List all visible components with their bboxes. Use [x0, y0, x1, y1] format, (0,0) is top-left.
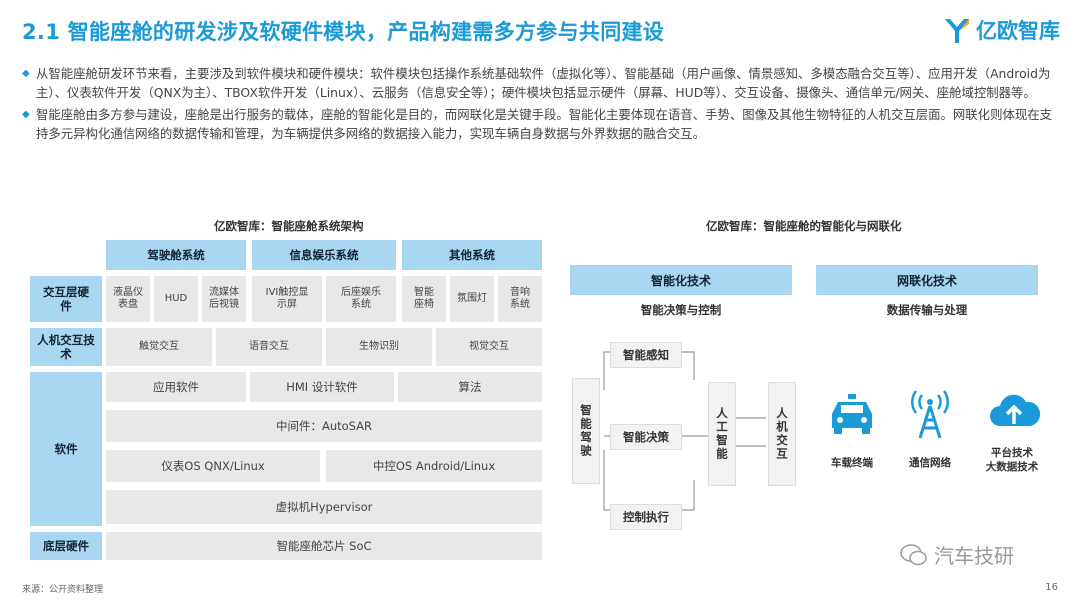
smart-driving: 智能驾驶: [572, 378, 600, 484]
icon-label-network: 通信网络: [909, 457, 951, 469]
os-instrument: 仪表OS QNX/Linux: [106, 450, 320, 482]
bullet-item: ◆ 从智能座舱研发环节来看，主要涉及到软件模块和硬件模块：软件模块包括操作系统基…: [22, 64, 1058, 102]
artificial-intelligence: 人工智能: [708, 382, 736, 486]
hypervisor: 虚拟机Hypervisor: [106, 490, 542, 524]
cloud-icon: [990, 394, 1040, 426]
bullet-item: ◆ 智能座舱由多方参与建设，座舱是出行服务的载体，座舱的智能化是目的，而网联化是…: [22, 105, 1058, 143]
system-other: 其他系统: [402, 240, 542, 270]
hmi-item: 触觉交互: [106, 328, 212, 366]
left-diagram-title: 亿欧智库：智能座舱系统架构: [214, 219, 364, 233]
human-machine-interaction: 人机交互: [768, 382, 796, 486]
hw-item: 音响系统: [498, 276, 542, 322]
hw-item: 氛围灯: [450, 276, 494, 322]
right-diagram-title: 亿欧智库：智能座舱的智能化与网联化: [706, 219, 902, 233]
hmi-item: 语音交互: [216, 328, 322, 366]
net-tech-header: 网联化技术: [816, 265, 1038, 295]
wechat-icon: [900, 543, 927, 565]
icon-label-terminal: 车载终端: [831, 457, 873, 469]
icon-label-platform: 平台技术 大数据技术: [985, 447, 1039, 473]
step-perception: 智能感知: [610, 342, 682, 368]
flow-lines: [603, 351, 766, 511]
intel-tech-sub: 智能决策与控制: [640, 303, 722, 317]
sw-item: 算法: [398, 372, 542, 402]
tower-icon: [911, 390, 949, 439]
logo-text: 亿欧智库: [976, 19, 1060, 43]
net-tech-sub: 数据传输与处理: [886, 303, 968, 317]
diamond-icon: ◆: [22, 68, 30, 79]
diamond-icon: ◆: [22, 109, 30, 120]
row-label-bottom-hw: 底层硬件: [30, 532, 102, 560]
page-title: 2.1 智能座舱的研发涉及软硬件模块，产品构建需多方参与共同建设: [22, 20, 665, 44]
hw-item: HUD: [154, 276, 198, 322]
os-center: 中控OS Android/Linux: [326, 450, 542, 482]
source-note: 来源：公开资料整理: [22, 585, 104, 595]
page-number: 16: [1045, 582, 1058, 593]
row-label-hmi-tech: 人机交互技术: [30, 328, 102, 366]
logo-icon: [945, 19, 969, 43]
system-cockpit: 驾驶舱系统: [106, 240, 246, 270]
hw-item: IVI触控显示屏: [252, 276, 322, 322]
bullet-list: ◆ 从智能座舱研发环节来看，主要涉及到软件模块和硬件模块：软件模块包括操作系统基…: [22, 64, 1058, 146]
hmi-item: 视觉交互: [436, 328, 542, 366]
bullet-text: 智能座舱由多方参与建设，座舱是出行服务的载体，座舱的智能化是目的，而网联化是关键…: [36, 107, 1053, 141]
system-infotainment: 信息娱乐系统: [252, 240, 396, 270]
hw-item: 智能座椅: [402, 276, 446, 322]
intel-tech-header: 智能化技术: [570, 265, 792, 295]
soc: 智能座舱芯片 SoC: [106, 532, 542, 560]
watermark: 汽车技研: [900, 540, 1014, 569]
row-label-software: 软件: [30, 372, 102, 526]
watermark-text: 汽车技研: [934, 544, 1014, 568]
hw-item: 后座娱乐系统: [326, 276, 396, 322]
hmi-item: 生物识别: [326, 328, 432, 366]
step-decision: 智能决策: [610, 424, 682, 450]
step-execution: 控制执行: [610, 504, 682, 530]
logo: 亿欧智库: [942, 12, 1060, 48]
row-label-interaction-hw: 交互层硬件: [30, 276, 102, 322]
hw-item: 流媒体后视镜: [202, 276, 246, 322]
hw-item: 液晶仪表盘: [106, 276, 150, 322]
sw-item: HMI 设计软件: [250, 372, 394, 402]
sw-item: 应用软件: [106, 372, 246, 402]
middleware: 中间件：AutoSAR: [106, 410, 542, 442]
car-icon: [832, 394, 872, 434]
bullet-text: 从智能座舱研发环节来看，主要涉及到软件模块和硬件模块：软件模块包括操作系统基础软…: [36, 66, 1051, 100]
